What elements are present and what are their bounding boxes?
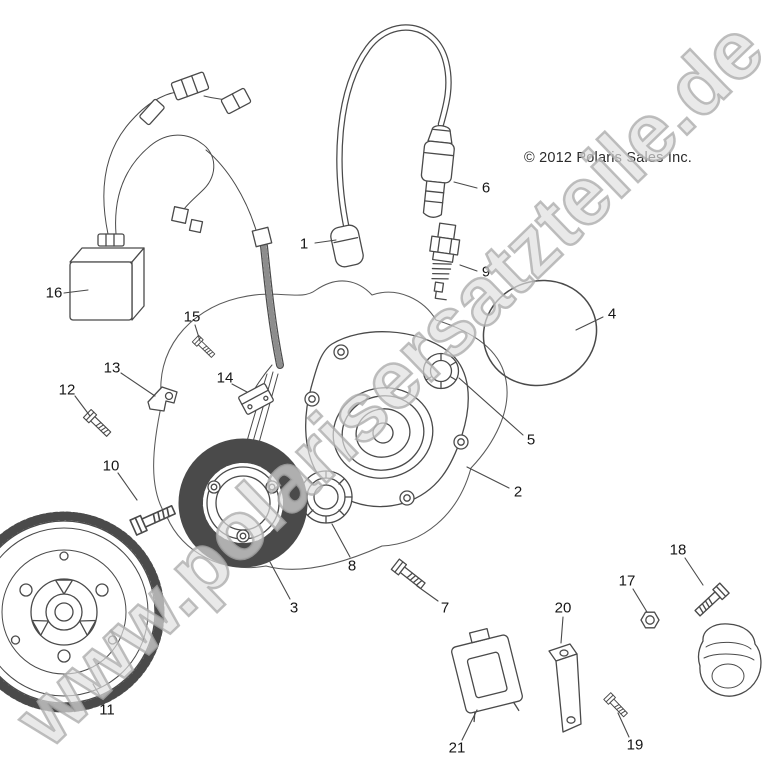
- part-label-21: 21: [449, 740, 466, 757]
- cover-seal-ring: [482, 279, 598, 387]
- stator-lead-wires: [243, 226, 284, 453]
- part-label-2: 2: [514, 484, 522, 501]
- stator-cover: [304, 331, 469, 508]
- leader-line-18: [684, 557, 704, 586]
- cover-bolt: [390, 558, 428, 592]
- harness-plug: [188, 218, 204, 234]
- leader-line-16: [63, 289, 89, 294]
- leader-line-1: [314, 239, 337, 244]
- leader-line-19: [617, 712, 630, 738]
- gasket-outline: [153, 280, 508, 570]
- leader-line-9: [459, 264, 478, 272]
- leader-line-17: [632, 588, 648, 613]
- part-label-18: 18: [670, 542, 687, 559]
- part-label-16: 16: [46, 285, 63, 302]
- coil-connector-boot: [697, 623, 762, 697]
- mount-bracket: [147, 386, 178, 412]
- part-label-12: 12: [59, 382, 76, 399]
- leader-line-21: [461, 709, 478, 741]
- leader-line-15: [194, 324, 201, 342]
- part-label-10: 10: [103, 458, 120, 475]
- leader-line-4: [575, 316, 604, 331]
- part-label-7: 7: [441, 600, 449, 617]
- flange-nut: [640, 611, 660, 629]
- leader-line-11: [92, 683, 104, 702]
- part-label-6: 6: [482, 180, 490, 197]
- part-label-19: 19: [627, 737, 644, 754]
- leader-line-8: [331, 523, 351, 558]
- part-label-13: 13: [104, 360, 121, 377]
- leader-line-5: [458, 377, 524, 436]
- spark-plug-cap: [330, 224, 364, 268]
- leader-line-2: [466, 466, 510, 489]
- flywheel-bolt: [129, 501, 178, 536]
- cover-center-boss: [332, 387, 434, 479]
- part-label-9: 9: [482, 264, 490, 281]
- lead-connector: [251, 226, 273, 248]
- coil-bracket: [548, 643, 582, 733]
- leader-line-7: [416, 585, 439, 602]
- leader-line-13: [120, 372, 156, 397]
- part-label-15: 15: [184, 309, 201, 326]
- coil-bolt: [692, 582, 730, 619]
- pickup-screw: [191, 334, 217, 360]
- part-label-4: 4: [608, 306, 616, 323]
- oil-seal: [299, 470, 353, 524]
- part-label-20: 20: [555, 600, 572, 617]
- part-label-3: 3: [290, 600, 298, 617]
- spark-plug-wire: [336, 24, 452, 234]
- harness-connector: [220, 87, 252, 115]
- leader-line-14: [231, 383, 248, 393]
- leader-line-6: [453, 181, 478, 189]
- leader-line-12: [74, 395, 91, 417]
- bracket-screw: [603, 692, 630, 719]
- part-label-1: 1: [300, 236, 308, 253]
- harness-connector: [170, 71, 210, 101]
- leader-line-10: [117, 472, 138, 501]
- part-label-5: 5: [527, 432, 535, 449]
- spark-plug-boot: [420, 124, 455, 218]
- cover-seal-bore: [422, 352, 460, 390]
- stator: [178, 438, 308, 568]
- spark-plug: [429, 222, 461, 301]
- leader-line-3: [269, 561, 291, 600]
- part-label-11: 11: [99, 702, 115, 719]
- copyright-text: © 2012 Polaris Sales Inc.: [524, 150, 693, 166]
- harness-connector: [139, 98, 165, 126]
- harness-plug: [171, 206, 189, 224]
- pickup-coil: [238, 383, 274, 415]
- wiring-harness: [103, 71, 257, 235]
- ignition-coil: [451, 627, 523, 723]
- cdi-box: [69, 233, 145, 321]
- flywheel: [0, 511, 165, 713]
- part-label-8: 8: [348, 558, 356, 575]
- leader-line-20: [560, 616, 564, 644]
- part-label-17: 17: [619, 573, 636, 590]
- part-label-14: 14: [217, 370, 234, 387]
